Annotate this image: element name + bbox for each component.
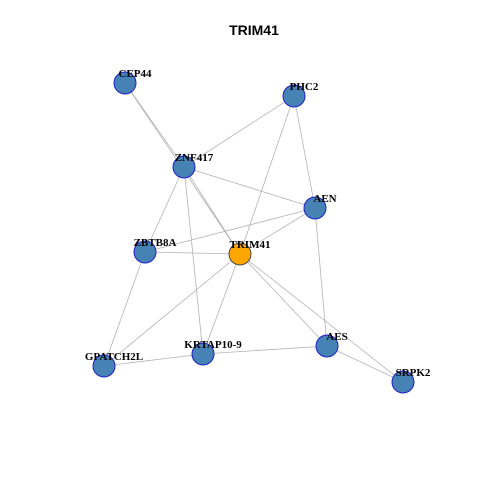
node-phc2[interactable]: [282, 84, 306, 108]
edge-znf417-aen: [183, 166, 316, 209]
edge-trim41-aes: [239, 253, 328, 347]
node-cep44[interactable]: [113, 71, 137, 95]
edge-aen-trim41: [239, 207, 316, 255]
node-aen[interactable]: [303, 196, 327, 220]
node-znf417[interactable]: [172, 155, 196, 179]
edge-zbtb8a-trim41: [144, 251, 241, 255]
edge-trim41-srpk2: [239, 253, 404, 383]
edge-phc2-trim41: [239, 95, 295, 255]
node-label-trim41: TRIM41: [230, 239, 271, 251]
edge-zbtb8a-gpatch2l: [103, 251, 146, 367]
node-label-aes: AES: [326, 331, 347, 343]
node-aes[interactable]: [315, 334, 339, 358]
edge-znf417-zbtb8a: [144, 166, 185, 253]
edge-gpatch2l-krtap10-9: [103, 353, 204, 367]
node-label-aen: AEN: [313, 193, 336, 205]
node-label-srpk2: SRPK2: [396, 367, 431, 379]
node-zbtb8a[interactable]: [133, 240, 157, 264]
edge-znf417-krtap10-9: [183, 166, 204, 355]
nodes-layer: [92, 71, 415, 394]
node-krtap10-9[interactable]: [191, 342, 215, 366]
node-label-krtap10-9: KRTAP10-9: [184, 339, 242, 351]
node-label-zbtb8a: ZBTB8A: [134, 237, 177, 249]
diagram-title: TRIM41: [229, 22, 279, 38]
node-label-znf417: ZNF417: [175, 152, 214, 164]
node-label-cep44: CEP44: [119, 68, 153, 80]
edge-krtap10-9-aes: [202, 345, 328, 355]
edge-phc2-znf417: [183, 95, 295, 168]
edges-layer: [103, 82, 404, 383]
edge-phc2-aen: [293, 95, 316, 209]
node-label-phc2: PHC2: [290, 81, 319, 93]
edge-znf417-trim41: [183, 166, 241, 255]
node-gpatch2l[interactable]: [92, 354, 116, 378]
edge-trim41-gpatch2l: [103, 253, 241, 367]
node-label-gpatch2l: GPATCH2L: [85, 351, 143, 363]
node-trim41[interactable]: [228, 242, 252, 266]
edge-aen-aes: [314, 207, 328, 347]
edge-trim41-krtap10-9: [202, 253, 241, 355]
edge-aen-zbtb8a: [144, 207, 316, 253]
edge-aes-srpk2: [326, 345, 404, 383]
node-srpk2[interactable]: [391, 370, 415, 394]
